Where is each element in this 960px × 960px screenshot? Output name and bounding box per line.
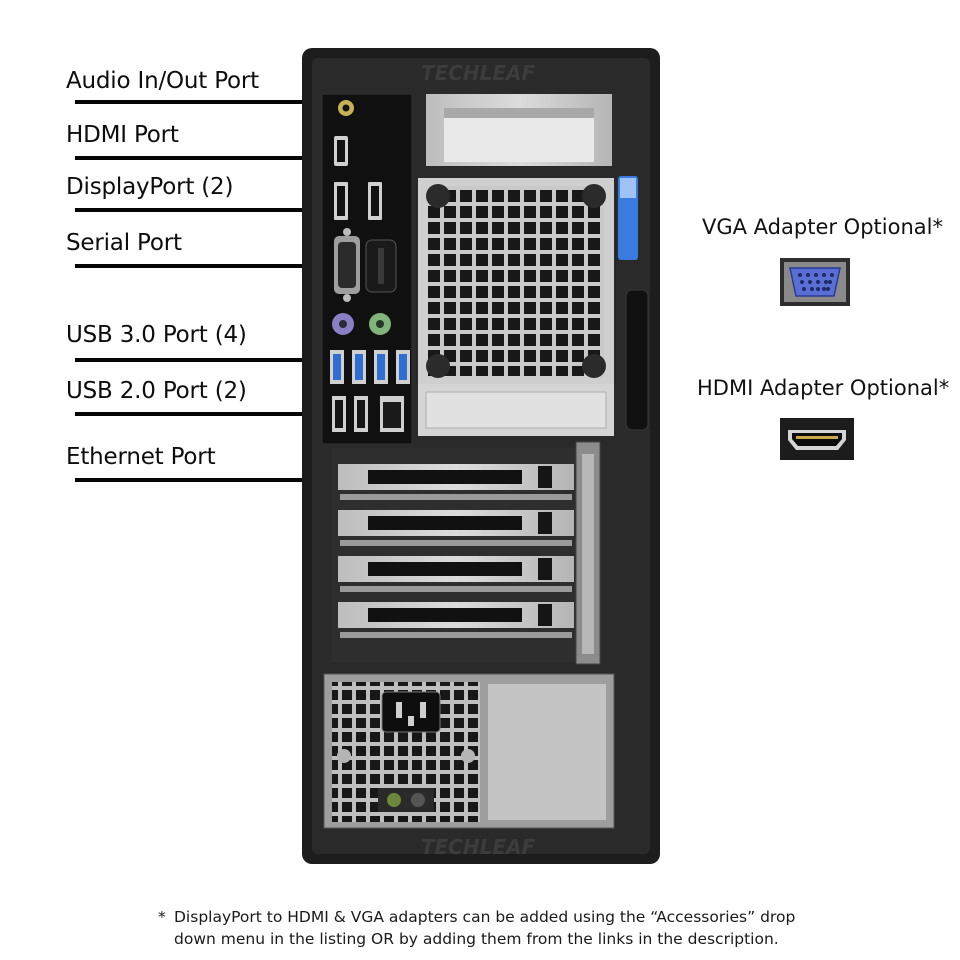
leader-displayport [75,208,327,212]
watermark-bottom: TECHLEAF [421,835,536,859]
label-audio-port: Audio In/Out Port [66,68,259,94]
label-serial-port: Serial Port [66,230,182,256]
leader-serial [75,264,327,268]
vga-adapter-label: VGA Adapter Optional* [702,215,943,239]
footnote-asterisk: * [158,908,166,926]
computer-tower-rear: TECHLEAF [302,48,660,864]
watermark-top: TECHLEAF [421,61,536,85]
vga-port-icon [780,258,850,306]
usb2-ports [332,396,368,432]
label-hdmi-port: HDMI Port [66,122,179,148]
usb3-ports [330,350,410,384]
footnote-line-2: down menu in the listing OR by adding th… [174,930,779,948]
label-usb3-port: USB 3.0 Port (4) [66,322,247,348]
label-usb2-port: USB 2.0 Port (2) [66,378,247,404]
leader-audio [75,100,327,104]
footnote: * DisplayPort to HDMI & VGA adapters can… [158,906,878,950]
leader-usb3 [75,358,327,362]
label-ethernet-port: Ethernet Port [66,444,216,470]
leader-usb2 [75,412,327,416]
hdmi-port-icon [780,418,854,460]
expansion-slots [338,464,574,638]
label-displayport: DisplayPort (2) [66,174,234,200]
hdmi-adapter-label: HDMI Adapter Optional* [697,376,950,400]
leader-hdmi [75,156,327,160]
footnote-line-1: DisplayPort to HDMI & VGA adapters can b… [174,908,796,926]
leader-ethernet [75,478,397,482]
